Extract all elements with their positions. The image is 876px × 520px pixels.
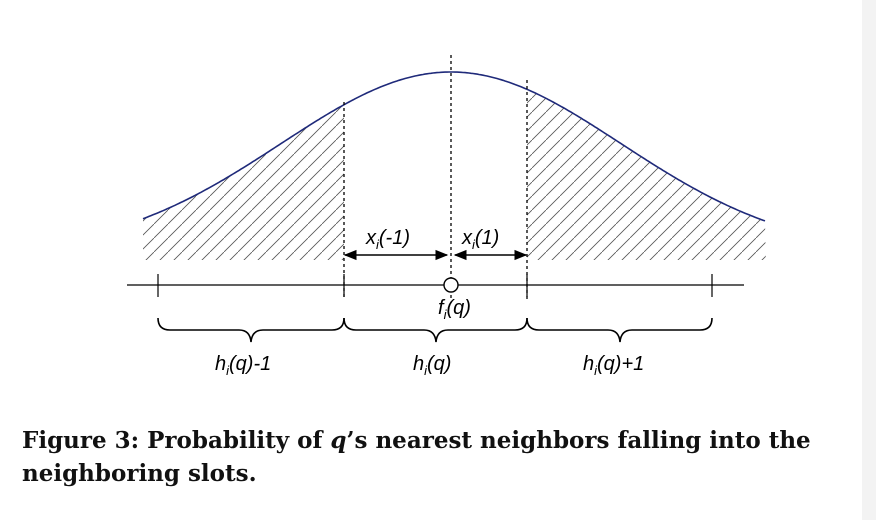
slot-label-middle: hi(q) (413, 353, 451, 378)
brace-middle-slot (343, 317, 528, 343)
gaussian-curve (142, 71, 766, 222)
query-projection-label: fi(q) (438, 297, 471, 322)
caption-variable: q (330, 427, 347, 454)
query-point-marker (443, 277, 459, 293)
brace-right-slot (526, 317, 713, 343)
slot-label-right: hi(q)+1 (583, 353, 644, 378)
x-minus-one-label: xi(-1) (365, 227, 410, 252)
slot-probability-diagram: xi(-1) xi(1) fi(q) hi(q)-1 hi(q) hi(q)+1 (127, 55, 766, 378)
slot-label-left: hi(q)-1 (215, 353, 271, 378)
brace-left-slot (157, 317, 345, 343)
figure-caption: Figure 3: Probability of q’s nearest nei… (22, 424, 858, 490)
left-tail-hatched-area (143, 104, 344, 260)
x-one-label: xi(1) (461, 227, 499, 252)
right-tail-hatched-area (527, 89, 766, 260)
page-edge-strip (862, 0, 876, 520)
caption-suffix: ’s nearest neighbors falling into the ne… (22, 427, 811, 487)
caption-prefix: Figure 3: Probability of (22, 427, 331, 454)
